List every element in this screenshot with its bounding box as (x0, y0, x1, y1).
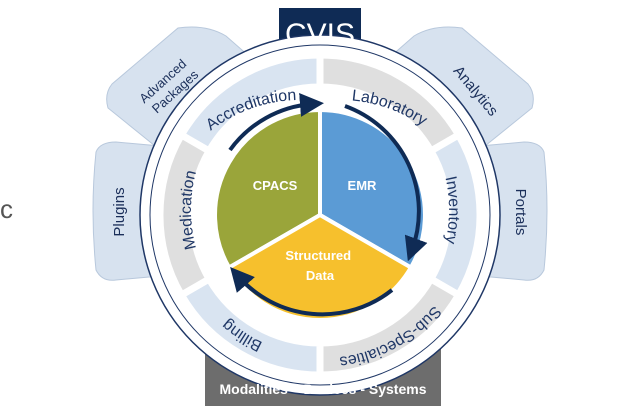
medication-text: Medication (178, 169, 200, 252)
medication-segment[interactable] (156, 130, 214, 300)
medication-label: Medication (178, 169, 200, 252)
emr-label: EMR (348, 178, 378, 193)
cvis-title: CVIS (285, 18, 355, 51)
inventory-text: Inventory (441, 175, 462, 246)
inventory-label: Inventory (441, 175, 462, 246)
flow-arrow-left (230, 266, 394, 317)
ring-outline (149, 44, 491, 386)
plugins-label: Plugins (111, 187, 128, 236)
modalities-label: Modalities – Devices - Systems (220, 381, 427, 397)
structured-data-label: Structured Data (285, 248, 354, 283)
structured-data-line1: Structured (285, 248, 351, 263)
edge-text-fragment: c (0, 194, 13, 224)
module-ring (156, 51, 484, 379)
flow-arrow-top (228, 92, 324, 152)
flow-arrow-right (344, 104, 428, 262)
cpacs-label: CPACS (253, 178, 298, 193)
structured-data-line2: Data (306, 268, 335, 283)
portals-label: Portals (512, 189, 529, 236)
flow-arrows (228, 92, 428, 317)
